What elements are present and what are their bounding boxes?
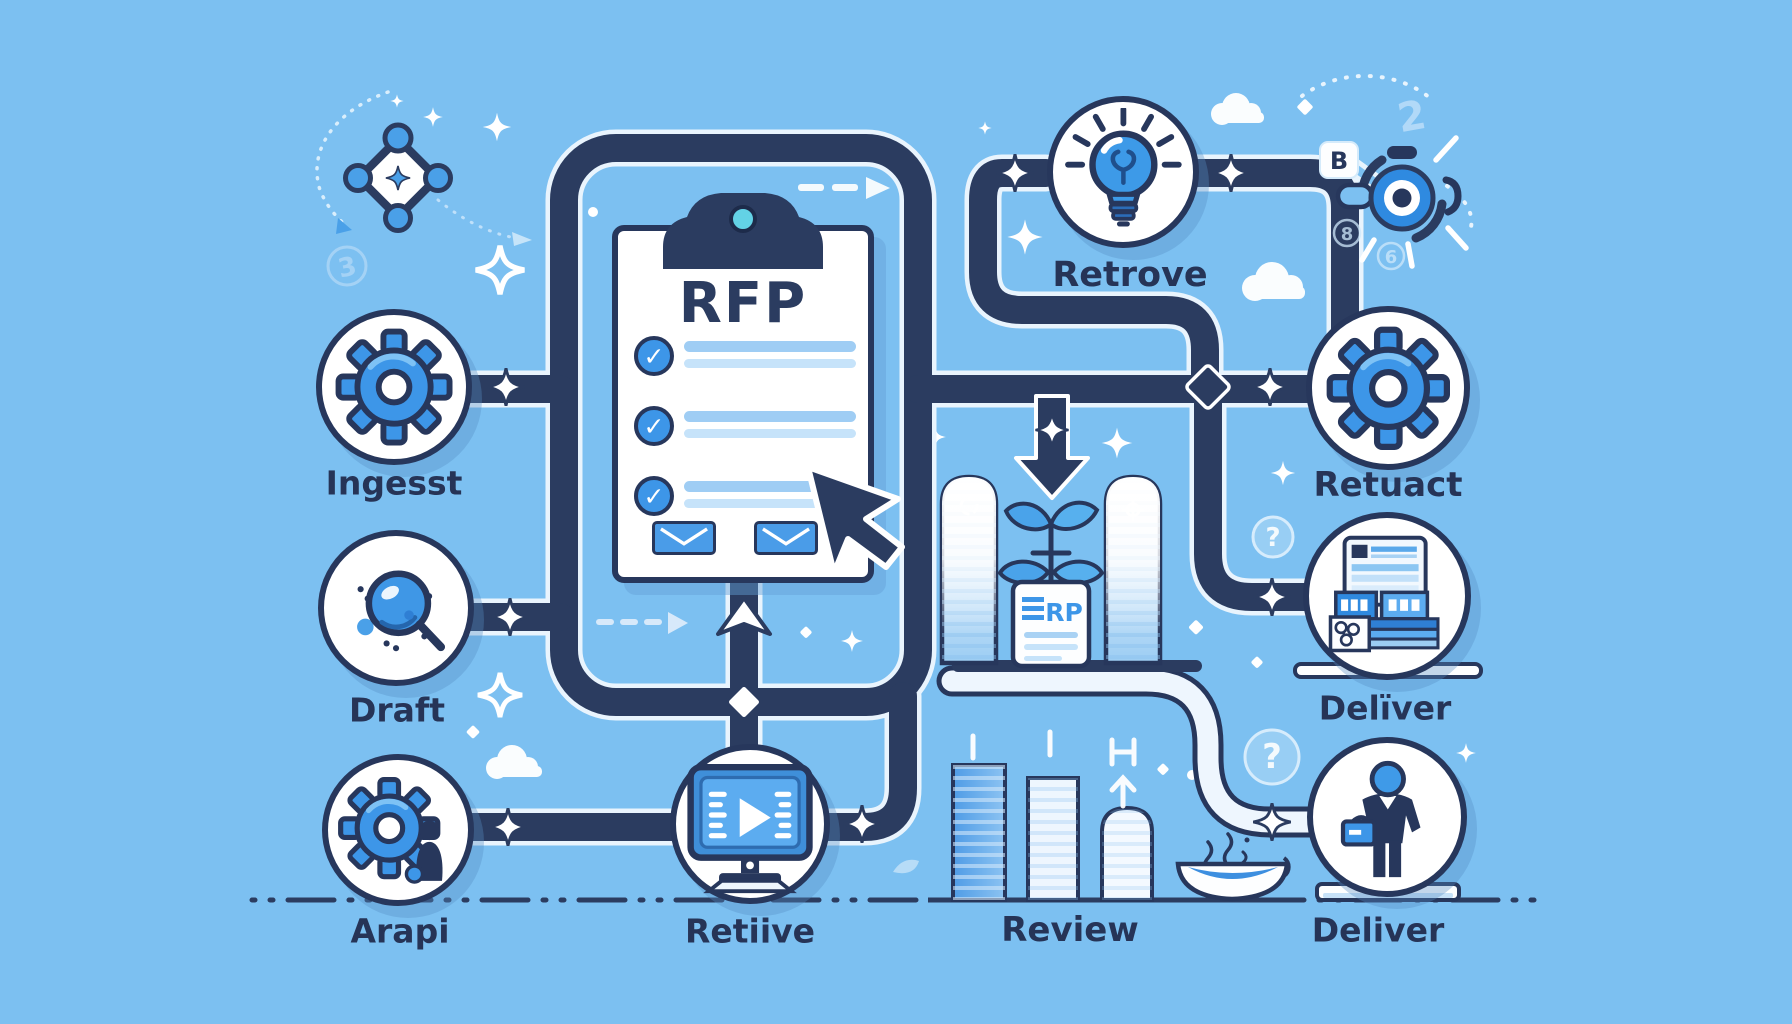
- envelope-icon: [652, 521, 716, 555]
- label-retiive: Retiive: [684, 911, 816, 951]
- leaf-icon: [893, 859, 919, 874]
- recycle-icon: [959, 496, 979, 516]
- label-retrove: Retrove: [1052, 255, 1208, 295]
- node-retuct: [1306, 306, 1470, 470]
- review-bar-chart: [951, 729, 1154, 902]
- checkmark-icon: ✓: [634, 476, 674, 516]
- label-ingest: Ingesst: [325, 463, 463, 503]
- documents-stack-icon: [1328, 535, 1441, 653]
- faded-glyph-eight: 8: [1332, 218, 1362, 248]
- clipboard-clip-icon: [663, 193, 823, 269]
- dotted-path: [315, 90, 390, 224]
- faded-glyph-three: 3: [326, 245, 368, 287]
- white-pipe: [936, 665, 1334, 838]
- text-line: [684, 341, 856, 352]
- dash-arrow: [798, 177, 890, 199]
- path-arrowhead-icon: [336, 218, 352, 234]
- node-ingest: [316, 309, 472, 465]
- cloud-icon: [486, 745, 542, 779]
- gear-person-icon: [341, 773, 443, 884]
- svg-text:3: 3: [335, 251, 359, 284]
- node-draft: [318, 530, 474, 686]
- node-retrove: [1047, 96, 1199, 248]
- question-badge: ?: [1243, 728, 1301, 786]
- svg-text:?: ?: [1265, 523, 1280, 553]
- faded-glyph-six: 6: [1376, 241, 1406, 271]
- robot-gear-cluster: 2 8 6 B: [1300, 74, 1474, 271]
- person-silhouette-icon: [404, 820, 443, 884]
- faded-glyph-two: 2: [1394, 92, 1429, 142]
- label-deliver: Deliver: [1311, 910, 1445, 950]
- envelope-icon: [754, 521, 818, 555]
- outline-sparkles: [475, 245, 525, 718]
- cloud-icon: [1242, 262, 1305, 301]
- rfp-document: RFP ✓ ✓ ✓: [612, 193, 874, 583]
- text-line: [684, 499, 856, 508]
- businessman-icon: [1320, 750, 1453, 883]
- label-draft: Draft: [348, 690, 446, 730]
- gear-glyph-icon: [1122, 499, 1144, 521]
- lightbulb-icon: [1059, 108, 1188, 237]
- label-arapi: Arapi: [350, 911, 450, 951]
- text-line: [684, 481, 856, 492]
- svg-text:8: 8: [1341, 224, 1354, 245]
- up-arrow-marker: [716, 596, 772, 636]
- node-arapi: [322, 754, 474, 906]
- down-arrow: [1014, 394, 1090, 500]
- dotted-path-2: [436, 198, 518, 240]
- node-delver: [1303, 512, 1471, 680]
- steaming-bowl: [1175, 832, 1291, 902]
- rp-label: RP: [1045, 598, 1083, 627]
- text-line: [684, 411, 856, 422]
- mouse-cursor-icon: [805, 464, 905, 576]
- cloud-icon: [1211, 93, 1264, 125]
- checkmark-icon: ✓: [634, 406, 674, 446]
- label-retuct: Retuact: [1313, 465, 1463, 505]
- paper-plane-icon: [512, 232, 532, 246]
- pill-bars: [939, 474, 1163, 666]
- b-badge: [1319, 141, 1359, 179]
- gear-icon: [335, 328, 453, 446]
- background-decor: 3: [315, 90, 1476, 874]
- text-line: [684, 429, 856, 438]
- gear-icon: [1326, 326, 1451, 451]
- dash-arrow-2: [596, 612, 688, 634]
- pipe-markers: [487, 154, 1291, 846]
- magnifier-icon: [337, 549, 455, 667]
- node-retiive: [670, 744, 830, 904]
- monitor-play-icon: [679, 753, 821, 895]
- checkmark-icon: ✓: [634, 336, 674, 376]
- label-review: Review: [1001, 910, 1139, 950]
- network-node-icon: [343, 122, 453, 233]
- node-deliver: [1307, 737, 1467, 897]
- rfp-title: RFP: [678, 271, 808, 336]
- robot-gear-icon: [1335, 135, 1469, 269]
- b-badge-label: B: [1330, 147, 1348, 175]
- rp-mini-document: RP: [1010, 579, 1092, 669]
- svg-text:?: ?: [1262, 737, 1282, 777]
- label-delver: Delïver: [1318, 688, 1452, 728]
- svg-text:6: 6: [1385, 247, 1398, 268]
- plant: [997, 500, 1105, 585]
- text-line: [684, 359, 856, 368]
- chart-tick-glyphs: [970, 729, 1137, 809]
- question-badge: ?: [1251, 515, 1295, 559]
